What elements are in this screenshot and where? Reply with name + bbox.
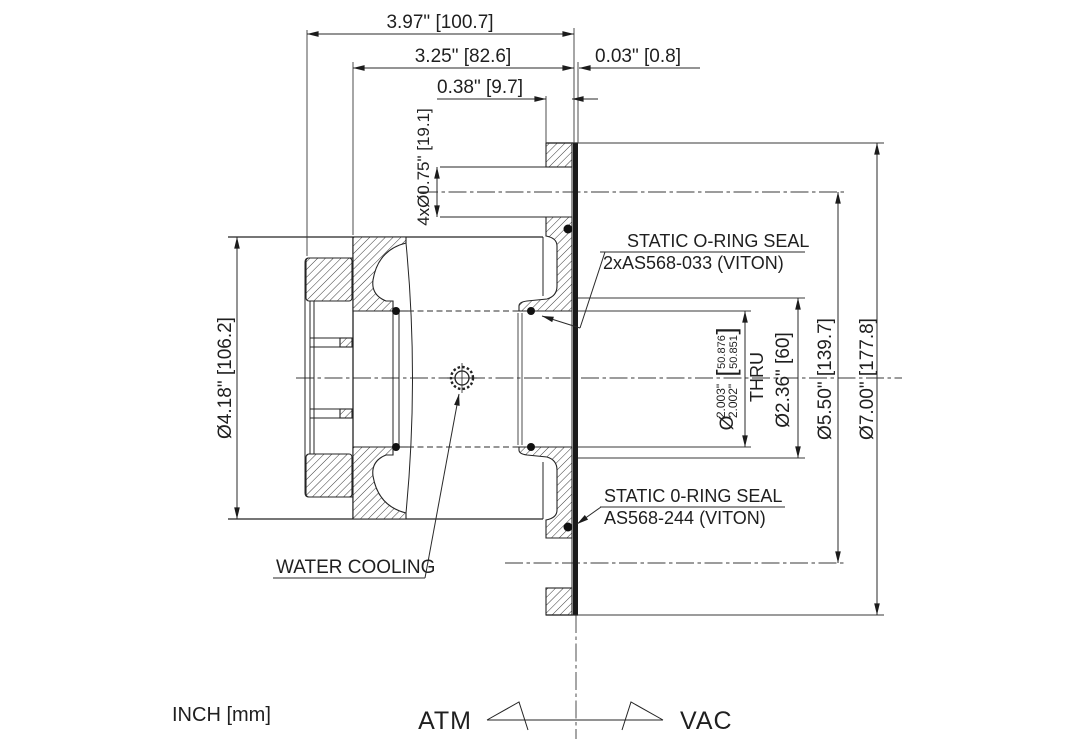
oring-bore-line2: 2xAS568-033 (VITON) [603,253,784,273]
gland-nut-hatch-bottom [305,453,353,498]
dim-flange-thickness: 0.38" [9.7] [437,77,598,102]
callouts: STATIC O-RING SEAL 2xAS568-033 (VITON) S… [273,231,809,579]
dim-bore-mm-lower: 50.851 [728,335,740,369]
water-cooling-label: WATER COOLING [276,557,435,578]
vac-label: VAC [680,707,733,735]
dim-thickness-label: 0.38" [9.7] [437,77,523,98]
dim-bore-mm-upper: 50.876 [716,335,728,369]
water-tube-tip [339,408,353,419]
bore-oring-dot [392,443,400,451]
oring-bore-line1: STATIC O-RING SEAL [627,231,809,251]
oring-face-leader-arrow [576,506,602,525]
dim-body-od-label: Ø4.18" [106.2] [215,317,236,439]
oring-bore-leader [579,251,606,329]
flange-section [440,142,578,616]
water-cooling-port-icon [447,363,477,393]
dim-counterbore-label: Ø2.36" [60] [773,332,794,427]
face-oring-top-dot [563,224,573,234]
bore-oring-dot [527,443,535,451]
dim-lip: 0.03" [0.8] [578,46,700,71]
extension-lines [306,28,884,616]
dim-bore-in-lower: 2.002" [726,384,740,418]
dim-bolt-holes-label: 4xØ0.75" [19.1] [414,108,433,226]
dim-bolt-holes: 4xØ0.75" [19.1] [414,108,440,226]
callout-water-cooling: WATER COOLING [273,393,460,579]
oring-face-line2: AS568-244 (VITON) [604,508,766,528]
water-cooling-leader-arrow [424,393,460,579]
dim-counterbore: Ø2.36" [60] [773,297,801,459]
units-note: INCH [mm] [172,704,271,726]
callout-oring-face: STATIC 0-RING SEAL AS568-244 (VITON) [576,486,785,528]
oring-face-line1: STATIC 0-RING SEAL [604,486,782,506]
face-oring-bottom-dot [563,522,573,532]
flange-hatch-bottom [545,587,573,616]
vac-side-flag-icon [621,701,664,731]
flange-hub-bottom [518,446,573,539]
dim-bore-thru: THRU [747,352,767,402]
dim-insertion-label: 3.25" [82.6] [415,46,512,67]
bore-oring-dot [392,307,400,315]
dim-bolt-circle-label: Ø5.50" [139.7] [815,318,836,440]
dim-flange-od-label: Ø7.00" [177.8] [857,318,878,440]
dim-insertion-length: 3.25" [82.6] [352,46,575,71]
dim-bolt-circle: Ø5.50" [139.7] [815,191,841,564]
bore-oring-dot [527,307,535,315]
water-tubes [310,337,353,419]
flange-hub-top [518,216,573,312]
flange-hatch-top [545,142,573,168]
footer: INCH [mm] ATM VAC [172,701,733,735]
centerlines [296,191,902,739]
shoulder-top [352,236,407,312]
dimensions: 3.97" [100.7] 3.25" [82.6] 0.03" [0.8] 0… [215,12,880,616]
electrode-assembly [228,236,544,520]
dim-bore-in-upper: 2.003" [714,384,728,418]
dim-overall-length: 3.97" [100.7] [306,12,575,37]
dim-bore: Ø 2.003" 2.002" [ 50.876 50.851 ] THRU [711,310,767,448]
flange-face-lip [573,143,578,615]
atm-label: ATM [418,707,472,735]
dim-overall-label: 3.97" [100.7] [386,12,493,33]
dim-bore-dia: Ø [717,415,738,430]
oring-bore-leader-arrow [541,315,581,329]
dim-bore-bracket-open: [ [711,369,741,377]
water-tube-tip [339,337,353,348]
dim-body-od: Ø4.18" [106.2] [215,236,240,520]
callout-oring-bore: STATIC O-RING SEAL 2xAS568-033 (VITON) [541,231,809,329]
dim-lip-label: 0.03" [0.8] [595,46,681,67]
dim-bore-bracket-close: ] [711,327,741,334]
gland-nut-hatch-top [305,257,353,302]
bell-profile-arc [405,242,413,514]
atm-side-flag-icon [486,701,529,731]
shoulder-bottom [352,446,407,520]
dim-flange-od: Ø7.00" [177.8] [857,142,880,616]
